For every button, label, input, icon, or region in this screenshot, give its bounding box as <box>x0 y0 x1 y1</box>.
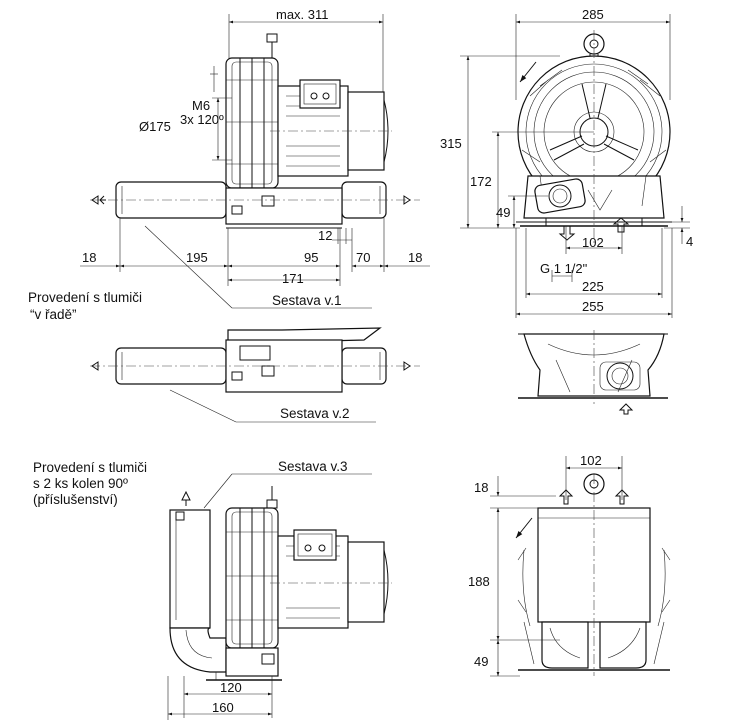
dim-axis-height: 172 <box>470 174 492 189</box>
dim-v3-160: 160 <box>212 700 234 715</box>
dim-foot-inner: 225 <box>582 279 604 294</box>
dim-diameter: Ø175 <box>139 119 171 134</box>
dim-base-height: 49 <box>496 205 510 220</box>
dim-offset-right: 18 <box>408 250 422 265</box>
dim-bolt: M6 <box>192 98 210 113</box>
dim-foot-gap: 4 <box>686 234 693 249</box>
elbow-title-line3: (příslušenství) <box>33 492 118 507</box>
dim-171: 171 <box>282 271 304 286</box>
dim-silencer-length: 195 <box>186 250 208 265</box>
dim-offset-left: 18 <box>82 250 96 265</box>
dim-95: 95 <box>304 250 318 265</box>
elbow-title-line1: Provedení s tlumiči <box>33 460 147 475</box>
side-view-v2 <box>90 327 420 423</box>
dim-max-length: max. 311 <box>276 7 329 22</box>
dim-70: 70 <box>356 250 370 265</box>
dim-v3-base: 49 <box>474 654 488 669</box>
dim-v3-flange: 102 <box>580 453 602 468</box>
dim-v3-height: 188 <box>468 574 490 589</box>
dim-thread: G 1 1/2" <box>540 261 588 276</box>
side-view-inline: max. 311 Ø1 <box>80 7 430 309</box>
front-view: 285 <box>440 7 693 318</box>
side-view-elbows: 120 160 <box>167 473 392 720</box>
label-sestava-1: Sestava v.1 <box>272 293 342 308</box>
elbow-title-line2: s 2 ks kolen 90º <box>33 476 128 491</box>
inline-title-line2: “v řadě” <box>30 307 77 322</box>
dim-flange-width: 102 <box>582 235 604 250</box>
dim-height: 315 <box>440 136 462 151</box>
front-view-v2 <box>518 330 668 415</box>
dim-v3-120: 120 <box>220 680 242 695</box>
dim-v3-top: 18 <box>474 480 488 495</box>
inline-title-line1: Provedení s tlumiči <box>28 290 142 305</box>
dim-bolt-pattern: 3x 120º <box>180 112 224 127</box>
dim-offset-12: 12 <box>318 228 332 243</box>
label-sestava-2: Sestava v.2 <box>280 406 350 421</box>
front-view-elbows: 102 18 188 49 <box>468 453 671 677</box>
dim-width: 285 <box>582 7 604 22</box>
label-sestava-3: Sestava v.3 <box>278 459 348 474</box>
dim-foot-outer: 255 <box>582 299 604 314</box>
